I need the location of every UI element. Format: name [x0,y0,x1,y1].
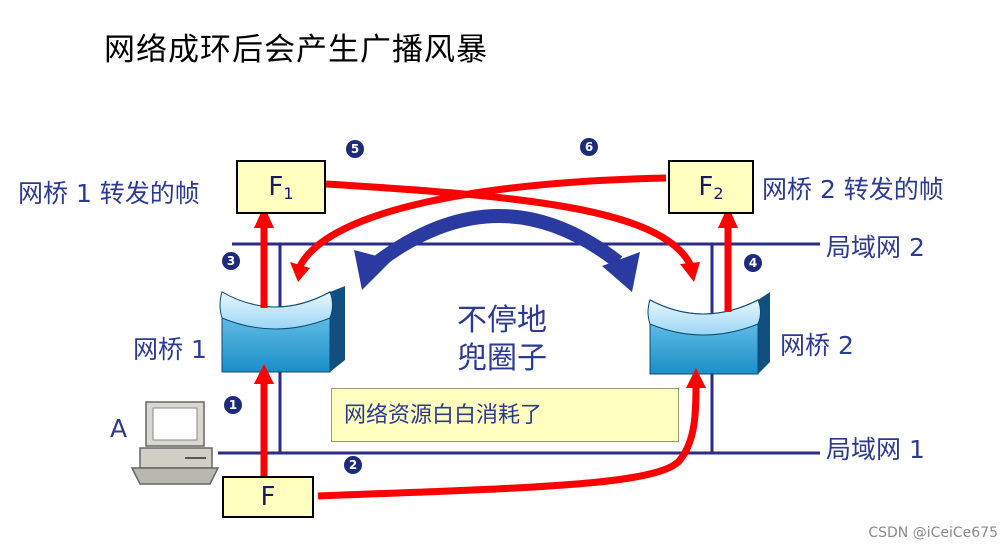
loop-arrow [354,209,640,292]
bridge2-forward-label: 网桥 2 转发的帧 [762,175,944,204]
bridge2-label: 网桥 2 [780,331,854,360]
frame-f1-sub: 1 [283,183,294,203]
arrow-f1-to-bridge2 [325,180,694,266]
frame-f1-base: F [268,172,284,202]
bridge1-icon [219,286,345,373]
lan1-label: 局域网 1 [826,435,925,464]
waste-note: 网络资源白白消耗了 [331,388,679,442]
frame-f2-base: F [698,172,714,202]
bridge1-label: 网桥 1 [133,335,207,364]
step-marker-4: 4 [744,254,762,272]
computer-icon [130,401,220,485]
arrow-heads [254,206,738,388]
bridge1-forward-label: 网桥 1 转发的帧 [18,179,200,208]
bridge2-icon [647,292,770,375]
forwarding-arrows [260,174,732,500]
watermark: CSDN @iCeiCe675 [868,525,998,541]
loop-text-line1: 不停地 [457,303,547,338]
loop-text-line2: 兜圈子 [457,341,547,376]
loop-text: 不停地 兜圈子 [432,302,572,378]
frame-f2-sub: 2 [713,183,724,203]
arrow-f2-to-bridge1 [296,174,667,268]
step-marker-6: 6 [580,138,598,156]
step-marker-1: 1 [224,396,242,414]
step-marker-2: 2 [344,456,362,474]
arrow-f-to-bridge2 [317,383,700,500]
host-label: A [110,414,128,443]
frame-f-label: F [260,482,276,512]
step-marker-5: 5 [346,140,364,158]
step-marker-3: 3 [222,252,240,270]
page-title: 网络成环后会产生广播风暴 [104,32,488,68]
frame-f-box: F [222,476,314,518]
lan2-label: 局域网 2 [826,233,925,262]
